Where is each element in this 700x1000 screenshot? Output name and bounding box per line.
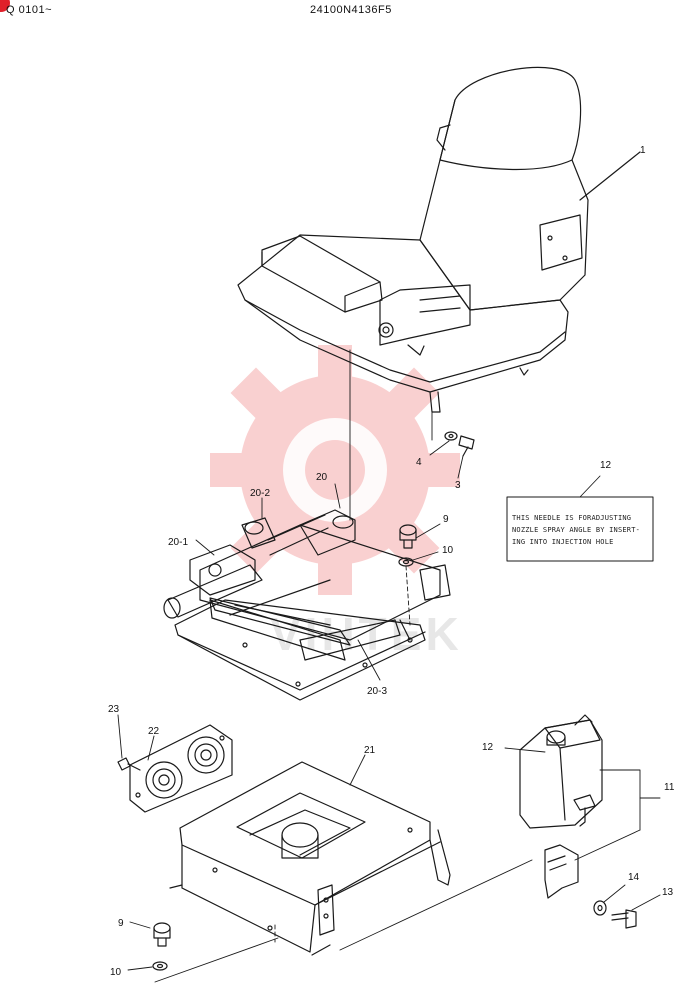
seat-suspension-icon [163, 509, 451, 701]
bolt-13-icon [611, 909, 637, 929]
bracket-11-icon [544, 844, 579, 899]
watermark-gear-icon [210, 345, 460, 595]
callout-21: 21 [364, 745, 376, 756]
bolt-9-icon [399, 524, 417, 549]
callout-9-top: 9 [443, 514, 449, 525]
note-line-2: NOZZLE SPRAY ANGLE BY INSERT- [512, 526, 640, 534]
seat-stand-icon [169, 761, 451, 956]
screw-23-icon [117, 757, 141, 771]
callout-20-3: 20-3 [367, 686, 387, 697]
watermark-text: VIHTEK [270, 608, 463, 660]
callout-23: 23 [108, 704, 120, 715]
callout-4: 4 [416, 457, 422, 468]
callout-20-2: 20-2 [250, 488, 270, 499]
washer-10-bottom-icon [152, 961, 168, 971]
callout-1: 1 [640, 145, 646, 156]
washer-4-icon [444, 431, 458, 441]
note-line-3: ING INTO INJECTION HOLE [512, 538, 614, 546]
note-line-1: THIS NEEDLE IS FORADJUSTING [512, 514, 631, 522]
callout-12-bottom: 12 [482, 742, 494, 753]
callout-10-bottom: 10 [110, 967, 122, 978]
operator-seat-icon [237, 66, 589, 413]
callout-11: 11 [664, 782, 675, 793]
callout-12-top: 12 [600, 460, 612, 471]
bolt-3-icon [458, 435, 475, 457]
red-tab-marker [0, 0, 10, 12]
document-number: 24100N4136F5 [310, 4, 392, 16]
speaker-panel-icon [129, 724, 233, 813]
bolt-9-bottom-icon [153, 922, 171, 947]
callout-20-1: 20-1 [168, 537, 188, 548]
serial-range: Q 0101~ [6, 4, 53, 16]
callout-20: 20 [316, 472, 328, 483]
washer-tank-icon [519, 714, 603, 829]
callout-9-bottom: 9 [118, 918, 124, 929]
callout-22: 22 [148, 726, 160, 737]
callout-10-top: 10 [442, 545, 454, 556]
callout-3: 3 [455, 480, 461, 491]
callout-13: 13 [662, 887, 674, 898]
washer-14-icon [593, 900, 607, 916]
callout-14: 14 [628, 872, 640, 883]
